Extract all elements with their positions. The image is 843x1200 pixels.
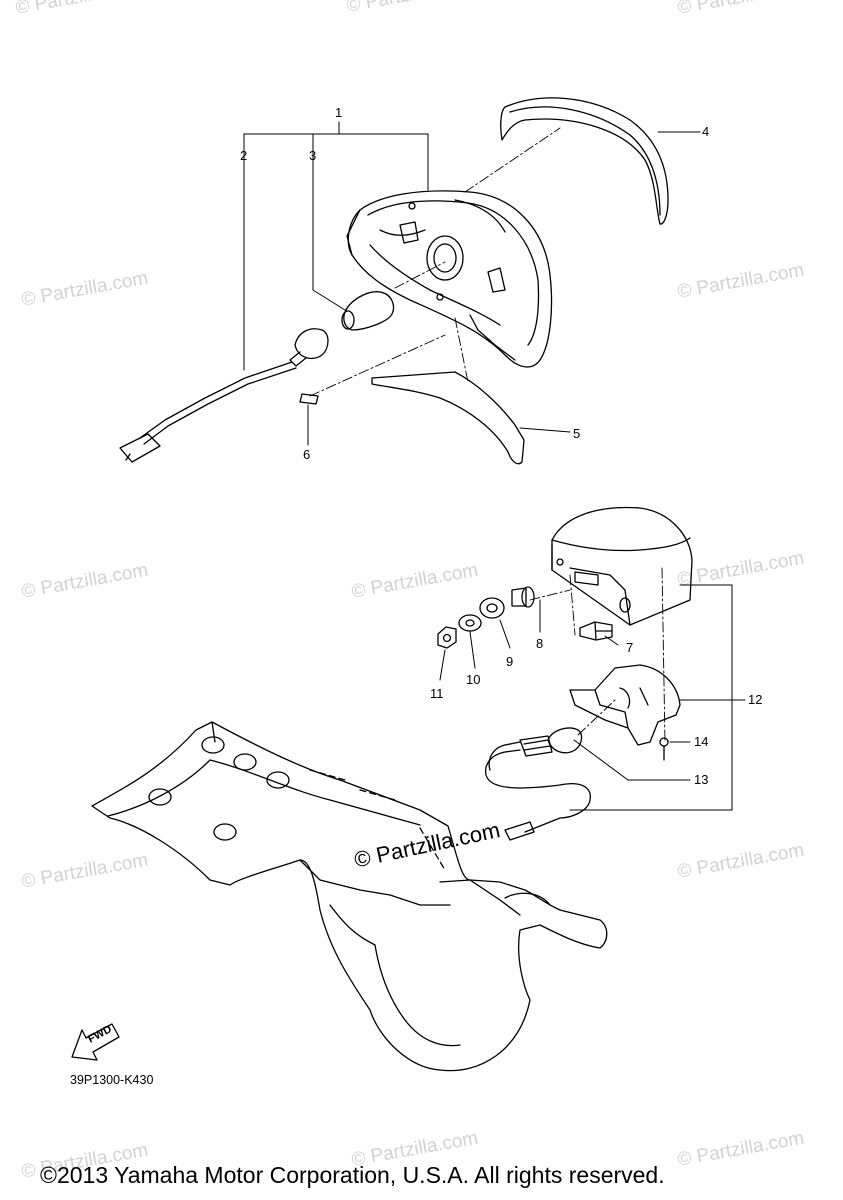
leader-lines-lower (439, 584, 746, 811)
callout-8: 8 (536, 636, 544, 651)
part-3-bulb (341, 291, 395, 331)
part-5-lower-lens (371, 371, 525, 465)
license-light-housing (551, 506, 693, 626)
callout-6: 6 (303, 447, 311, 462)
alignment-lines-upper (309, 127, 561, 397)
part-11-nut (437, 626, 457, 649)
callout-1: 1 (335, 105, 343, 120)
part-10-washer (458, 614, 482, 632)
part-2-socket-wire (119, 328, 329, 463)
callout-5: 5 (573, 426, 581, 441)
leader-lines-upper (243, 121, 701, 446)
rear-fender (91, 721, 608, 1072)
part-4-lens-cover (500, 97, 669, 225)
part-14-screw (659, 737, 669, 761)
part-7-screw (579, 621, 613, 641)
callout-11: 11 (430, 686, 444, 701)
part-9-grommet (479, 597, 505, 619)
callout-2: 2 (240, 148, 248, 163)
callout-13: 13 (694, 772, 709, 787)
callout-4: 4 (702, 124, 710, 139)
alignment-lines-lower (529, 567, 666, 743)
diagram-code: 39P1300-K430 (70, 1073, 154, 1087)
part-6-pad (299, 393, 319, 405)
callout-12: 12 (748, 692, 763, 707)
callout-9: 9 (506, 654, 514, 669)
part-8-bolt (511, 586, 535, 608)
fwd-arrow (71, 1023, 120, 1061)
callout-10: 10 (466, 672, 481, 687)
callout-7: 7 (626, 640, 634, 655)
part-13-bulb-socket (484, 727, 591, 841)
part-1-taillight-housing (346, 190, 553, 368)
callout-3: 3 (309, 148, 317, 163)
copyright-notice: ©2013 Yamaha Motor Corporation, U.S.A. A… (40, 1162, 665, 1188)
license-lamp-bracket (569, 664, 681, 746)
callout-14: 14 (694, 734, 709, 749)
